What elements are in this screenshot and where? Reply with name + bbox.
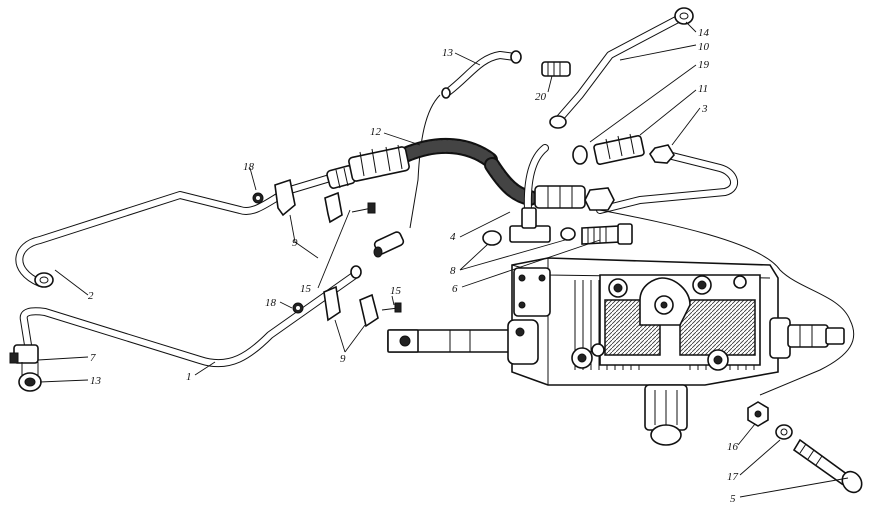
tee-4 — [509, 144, 551, 243]
valve-body — [511, 257, 845, 446]
tube-10-lower-nut — [549, 115, 567, 129]
washer-19 — [572, 145, 588, 165]
callout-7: 7 — [90, 352, 96, 364]
screw-15-upper — [351, 202, 376, 214]
tube-2-nut — [34, 272, 54, 288]
adapter-upper-left — [373, 231, 405, 258]
callout-5: 5 — [730, 493, 736, 505]
tube-10 — [556, 14, 684, 122]
tube-2 — [15, 174, 334, 287]
callout-15-lower: 15 — [390, 285, 402, 297]
fitting-7-13 — [9, 344, 42, 392]
bolt-5 — [792, 438, 863, 494]
nut-16 — [747, 401, 769, 427]
fitting-20 — [541, 61, 571, 77]
tube-3-nut — [649, 144, 675, 164]
leader-lines — [37, 21, 849, 498]
callout-17: 17 — [727, 471, 739, 483]
clamp-9-lower — [323, 285, 379, 328]
tube-13-upper — [441, 50, 522, 99]
union-11 — [593, 133, 645, 166]
callout-10: 10 — [698, 41, 710, 53]
clamp-9-upper — [274, 178, 343, 224]
tube-3-routing — [599, 209, 855, 396]
tube-1 — [19, 271, 359, 368]
callout-18-upper: 18 — [243, 161, 255, 173]
tube-3 — [596, 151, 738, 214]
callout-12: 12 — [370, 126, 382, 138]
hose-12-left-fitting — [348, 144, 410, 182]
washer-17 — [775, 424, 793, 440]
screw-15-lower — [381, 302, 402, 313]
nut-18-upper — [252, 192, 264, 204]
fitting-right-of-tee — [534, 185, 615, 211]
input-shaft — [387, 319, 539, 365]
callout-13-upper: 13 — [442, 47, 454, 59]
callout-13-lower: 13 — [90, 375, 102, 387]
callout-8: 8 — [450, 265, 456, 277]
hose-12 — [397, 137, 498, 168]
bolt-6 — [581, 223, 633, 245]
callout-labels: 14 10 13 19 20 11 3 12 18 4 9 8 6 2 15 1… — [88, 27, 739, 505]
callout-9-upper: 9 — [292, 237, 298, 249]
guide-line-13 — [409, 94, 441, 229]
callout-16: 16 — [727, 441, 739, 453]
callout-11: 11 — [698, 83, 708, 95]
callout-15-upper: 15 — [300, 283, 312, 295]
tube-1-end — [350, 265, 362, 279]
callout-14: 14 — [698, 27, 710, 39]
callout-18-lower: 18 — [265, 297, 277, 309]
callout-4: 4 — [450, 231, 456, 243]
nut-18-lower — [292, 302, 304, 314]
callout-6: 6 — [452, 283, 458, 295]
callout-9-lower: 9 — [340, 353, 346, 365]
callout-19: 19 — [698, 59, 710, 71]
callout-1: 1 — [186, 371, 192, 383]
callout-3: 3 — [701, 103, 708, 115]
washers-8 — [482, 227, 576, 246]
callout-2: 2 — [88, 290, 94, 302]
fitting-14 — [674, 7, 694, 25]
callout-20: 20 — [535, 91, 547, 103]
